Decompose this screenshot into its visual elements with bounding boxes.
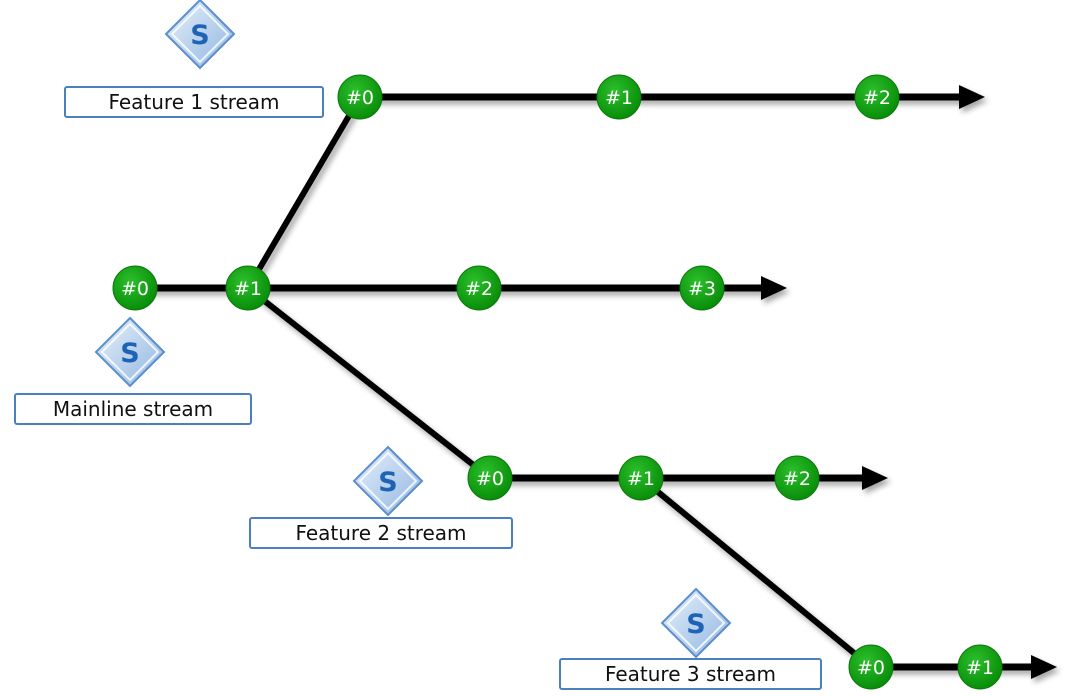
branch-connector	[245, 95, 363, 290]
changelist-node[interactable]: #0	[112, 265, 158, 311]
node-label: #2	[465, 278, 493, 300]
stream-icon-letter: S	[190, 20, 209, 51]
diamond-shape	[164, 0, 236, 70]
node-circle	[467, 455, 513, 501]
stream-line-feature2	[490, 466, 888, 490]
stream-name: Mainline stream	[53, 397, 213, 421]
stream-icon-letter: S	[686, 609, 705, 640]
diamond-inner	[100, 322, 160, 382]
node-circle	[618, 455, 664, 501]
node-label: #0	[476, 468, 504, 490]
node-circle	[854, 74, 900, 120]
changelist-node[interactable]: #1	[618, 455, 664, 501]
changelist-node[interactable]: #2	[456, 265, 502, 311]
node-circle	[957, 644, 1003, 690]
stream-label-feature1[interactable]: Feature 1 stream	[64, 86, 324, 118]
node-label: #1	[627, 468, 655, 490]
node-circle	[679, 265, 725, 311]
changelist-node[interactable]: #1	[957, 644, 1003, 690]
node-circle	[848, 644, 894, 690]
stream-icon: S	[660, 587, 732, 659]
stream-icon: S	[94, 316, 166, 388]
node-circle	[774, 455, 820, 501]
stream-name: Feature 1 stream	[108, 90, 279, 114]
node-label: #1	[234, 278, 262, 300]
diamond-shape	[94, 316, 166, 388]
diamond-shape	[352, 445, 424, 517]
node-label: #0	[346, 87, 374, 109]
node-circle	[596, 74, 642, 120]
node-label: #0	[121, 278, 149, 300]
node-label: #1	[605, 87, 633, 109]
diamond-inner	[170, 4, 230, 64]
changelist-node[interactable]: #2	[854, 74, 900, 120]
node-circle	[337, 74, 383, 120]
arrow-head	[862, 466, 888, 490]
stream-icon: S	[164, 0, 236, 70]
node-label: #1	[966, 657, 994, 679]
node-circle	[456, 265, 502, 311]
stream-name: Feature 2 stream	[295, 521, 466, 545]
stream-icon-letter: S	[120, 338, 139, 369]
diamond-inner	[666, 593, 726, 653]
label-box	[559, 658, 822, 690]
changelist-node[interactable]: #0	[337, 74, 383, 120]
changelist-node[interactable]: #3	[679, 265, 725, 311]
arrow-head	[761, 276, 787, 300]
changelist-node[interactable]: #0	[467, 455, 513, 501]
diamond-inner	[358, 451, 418, 511]
changelist-node[interactable]: #0	[848, 644, 894, 690]
branch-line	[245, 95, 363, 290]
label-box	[64, 86, 324, 118]
changelist-node[interactable]: #1	[596, 74, 642, 120]
branch-connector	[639, 475, 873, 670]
stream-name: Feature 3 stream	[605, 662, 776, 686]
node-label: #2	[783, 468, 811, 490]
stream-label-mainline[interactable]: Mainline stream	[14, 393, 252, 425]
changelist-nodes: #0 #1 #2 #0 #1 #2 #3 #0 #1 #2 #0 #1	[112, 74, 1003, 690]
branch-line	[246, 285, 492, 481]
node-circle	[225, 265, 271, 311]
node-circle	[112, 265, 158, 311]
stream-label-feature3[interactable]: Feature 3 stream	[559, 658, 822, 690]
arrow-head	[1031, 655, 1057, 679]
diamond-shape	[660, 587, 732, 659]
branch-line	[639, 475, 873, 670]
branch-connector	[246, 285, 492, 481]
label-box	[249, 517, 513, 549]
stream-lines	[135, 85, 1057, 679]
stream-icon-letter: S	[378, 467, 397, 498]
label-box	[14, 393, 252, 425]
arrow-head	[959, 85, 985, 109]
node-label: #2	[863, 87, 891, 109]
changelist-node[interactable]: #2	[774, 455, 820, 501]
stream-icon: S	[352, 445, 424, 517]
changelist-node[interactable]: #1	[225, 265, 271, 311]
node-label: #3	[688, 278, 716, 300]
stream-line-feature3	[871, 655, 1057, 679]
node-label: #0	[857, 657, 885, 679]
stream-label-feature2[interactable]: Feature 2 stream	[249, 517, 513, 549]
